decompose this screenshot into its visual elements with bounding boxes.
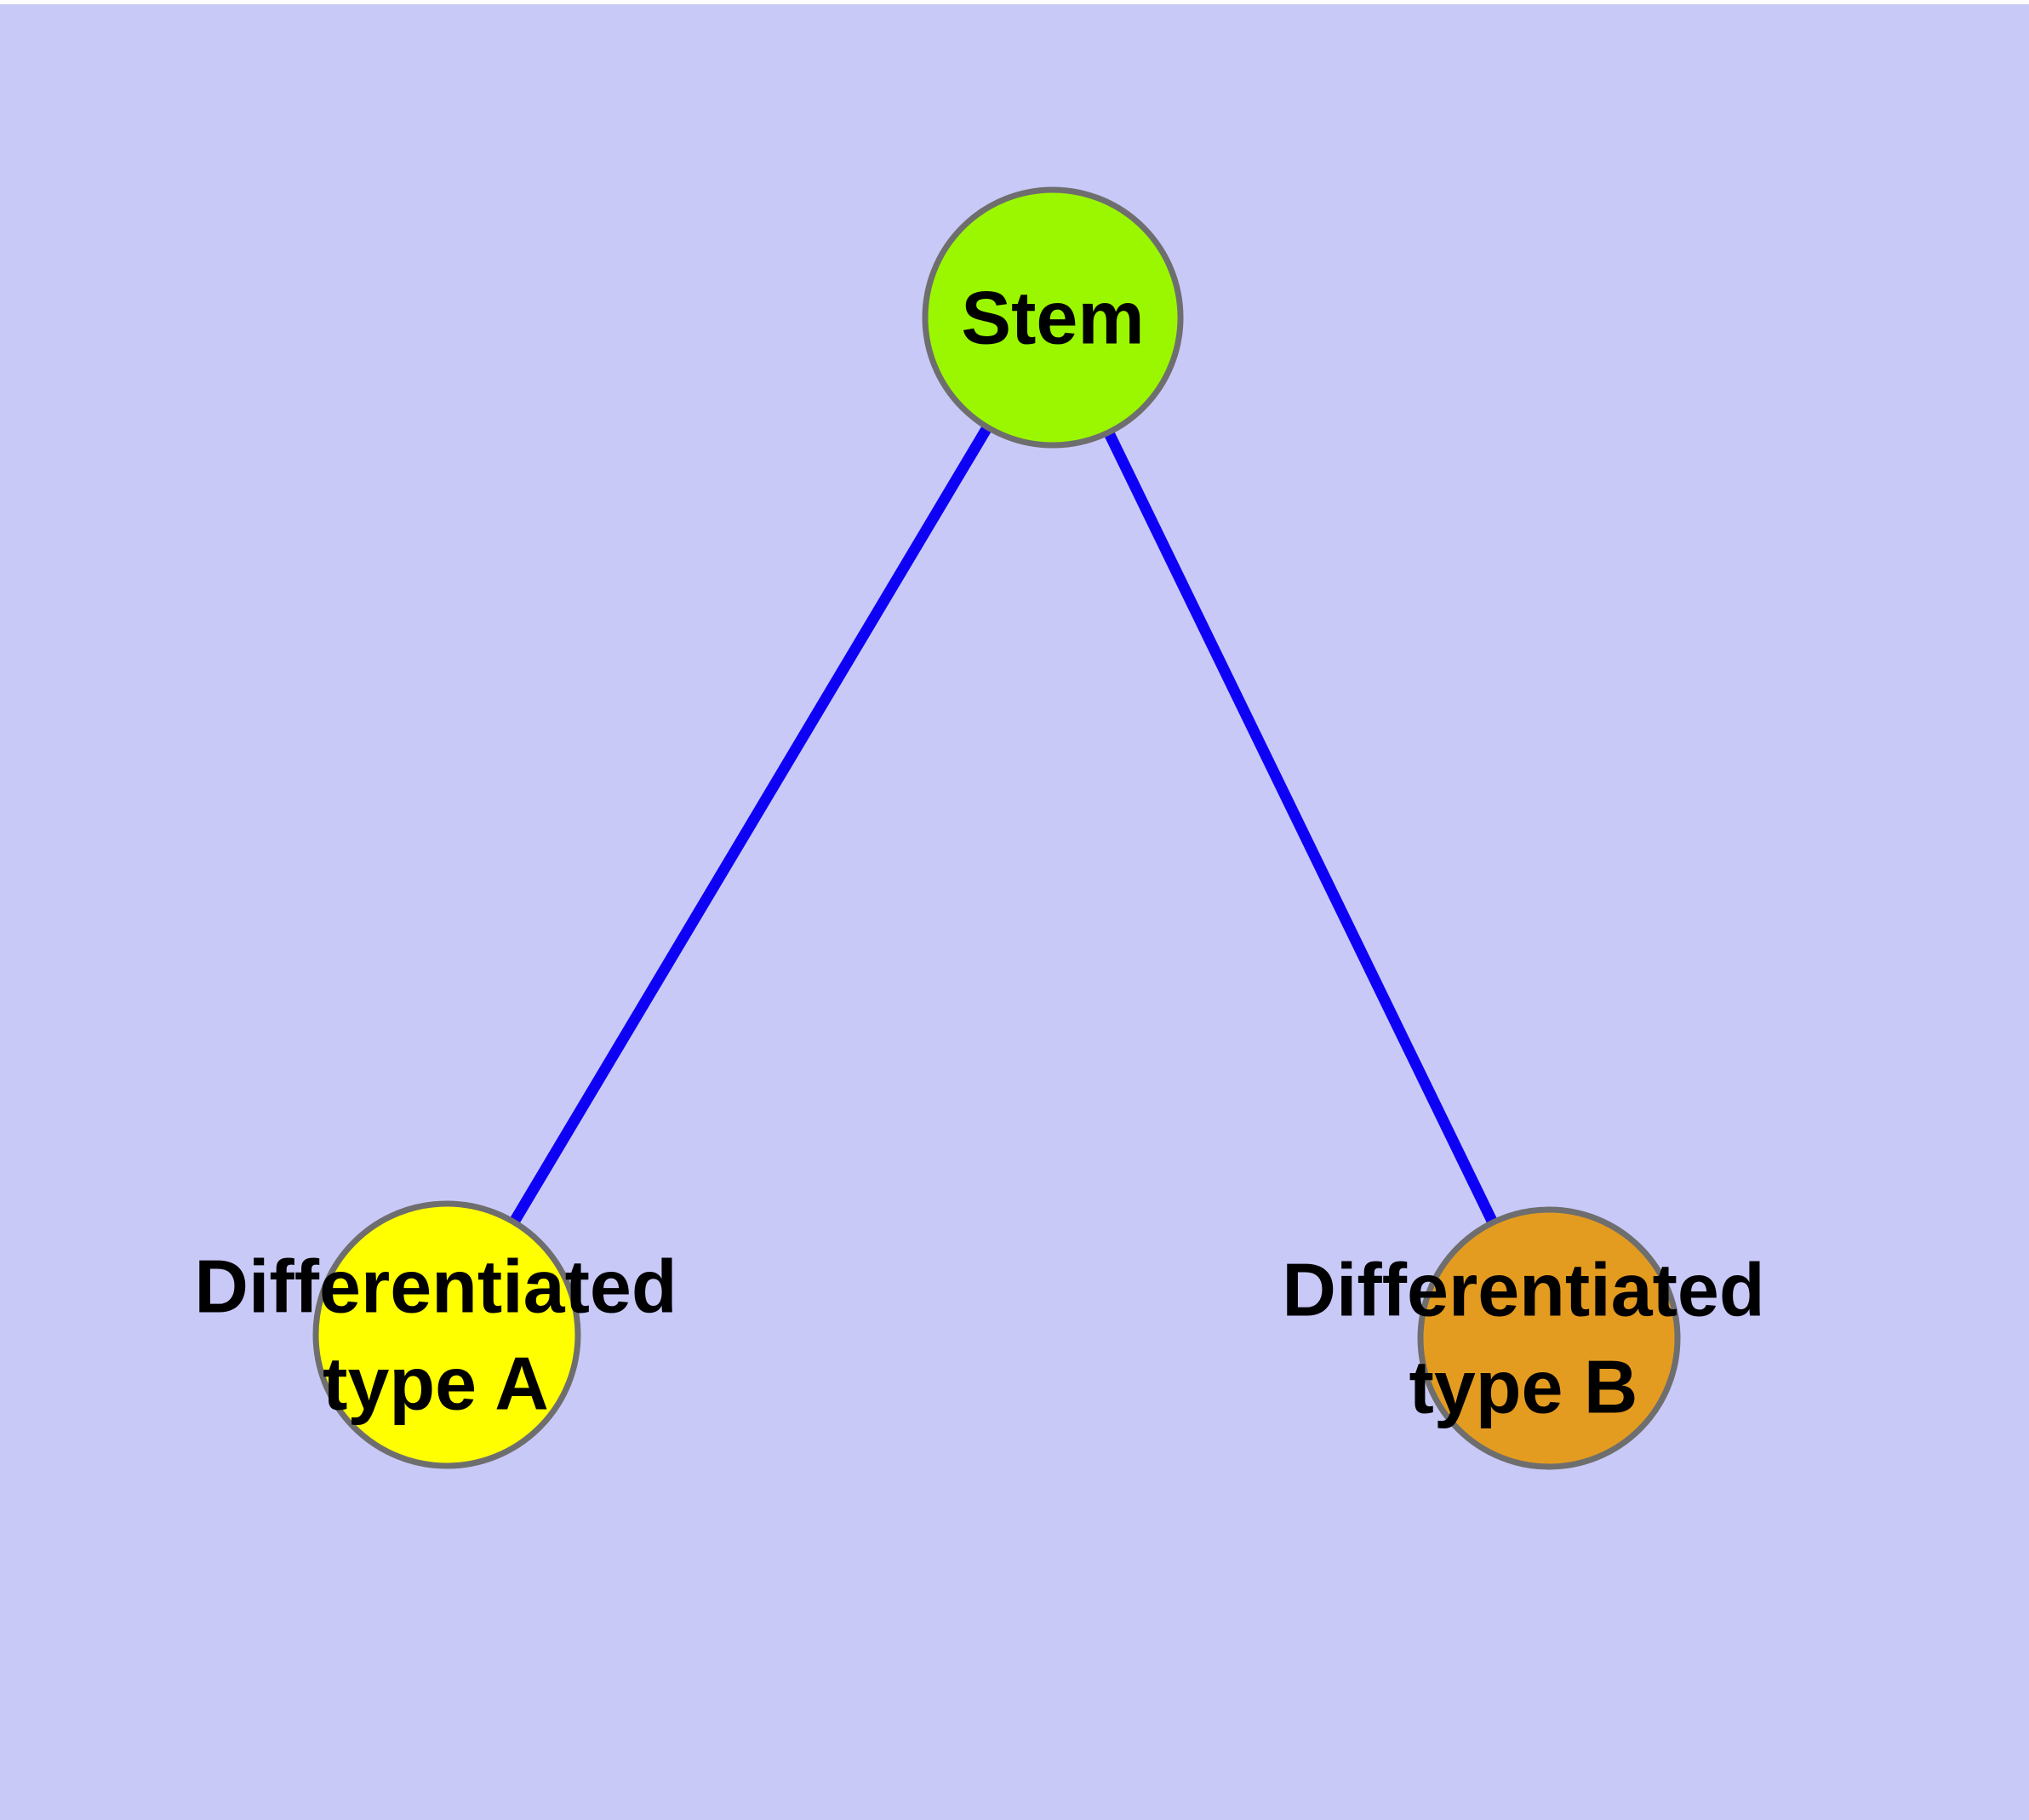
edge-stem-to-typeA bbox=[442, 314, 1058, 1338]
edge-stem-to-typeB bbox=[1048, 315, 1554, 1341]
node-stem-label: Stem bbox=[961, 276, 1144, 360]
node-differentiated-type-a bbox=[312, 1200, 581, 1469]
node-type-a-label-line2: type A bbox=[323, 1342, 549, 1426]
node-stem bbox=[922, 186, 1184, 449]
node-type-b-label-line2: type B bbox=[1409, 1345, 1638, 1429]
top-strip bbox=[0, 0, 2029, 4]
node-type-a-label-line1: Differentiated bbox=[194, 1245, 677, 1329]
node-differentiated-type-b bbox=[1417, 1206, 1681, 1470]
node-type-b-label-line1: Differentiated bbox=[1282, 1248, 1764, 1332]
